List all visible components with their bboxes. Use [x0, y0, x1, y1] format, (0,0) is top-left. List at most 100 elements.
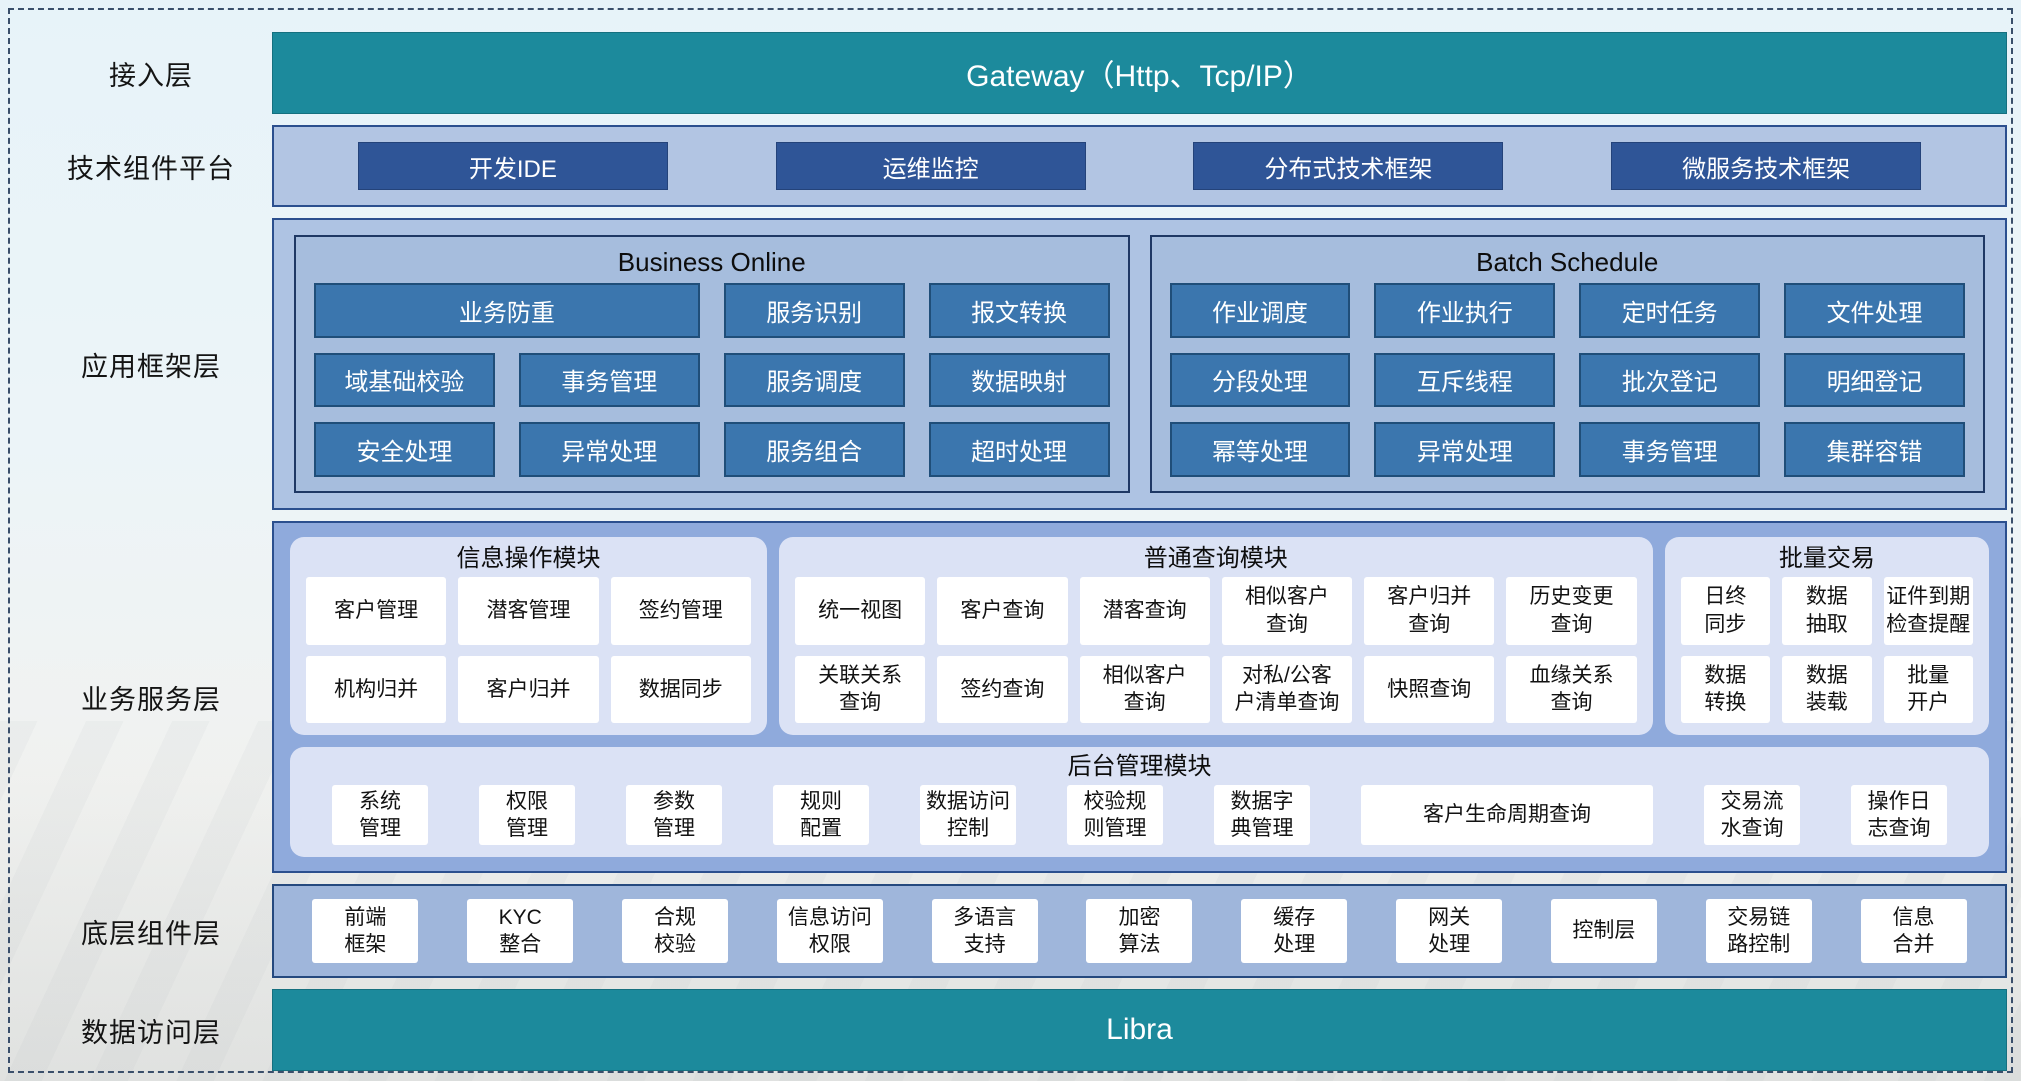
admin-item: 客户生命周期查询 — [1361, 785, 1653, 845]
service-item: 统一视图 — [794, 577, 926, 645]
service-item: 数据 转换 — [1680, 655, 1771, 723]
layer-label-app: 应用框架层 — [81, 351, 221, 382]
service-item: 对私/公客 户清单查询 — [1221, 655, 1353, 723]
base-item: 合规 校验 — [622, 899, 729, 963]
service-item: 数据 抽取 — [1782, 577, 1872, 645]
gateway-bar: Gateway（Http、Tcp/IP） — [272, 32, 2007, 114]
app-item: 安全处理 — [314, 422, 495, 477]
app-item: 异常处理 — [518, 422, 700, 477]
info-operation-module: 信息操作模块 客户管理 潜客管理 签约管理 机构归并 客户归并 数据同步 — [290, 537, 767, 735]
app-item: 超时处理 — [928, 422, 1110, 477]
admin-item: 系统 管理 — [332, 785, 428, 845]
base-item: 网关 处理 — [1396, 899, 1503, 963]
service-item: 潜客查询 — [1079, 577, 1210, 645]
business-online-grid: 业务防重 服务识别 报文转换 域基础校验 事务管理 服务调度 数据映射 安全处理… — [314, 283, 1110, 477]
libra-bar: Libra — [272, 989, 2007, 1071]
app-item: 批次登记 — [1579, 352, 1761, 408]
admin-item: 规则 配置 — [773, 785, 869, 845]
service-item: 血缘关系 查询 — [1506, 655, 1637, 723]
service-item: 历史变更 查询 — [1506, 577, 1637, 645]
base-item: 交易链 路控制 — [1705, 899, 1812, 963]
service-item: 快照查询 — [1364, 655, 1495, 723]
batch-schedule-grid: 作业调度 作业执行 定时任务 文件处理 分段处理 互斥线程 批次登记 明细登记 … — [1169, 283, 1965, 477]
diagram-layout: 接入层 Gateway（Http、Tcp/IP） 技术组件平台 开发IDE 运维… — [30, 32, 2007, 1071]
app-item: 文件处理 — [1784, 283, 1965, 338]
batch-schedule-title: Batch Schedule — [1476, 247, 1659, 277]
base-item: 控制层 — [1550, 899, 1657, 963]
app-item: 幂等处理 — [1169, 422, 1351, 477]
app-item: 域基础校验 — [314, 352, 495, 408]
service-item: 相似客户 查询 — [1079, 655, 1210, 723]
business-online-panel: Business Online 业务防重 服务识别 报文转换 域基础校验 事务管… — [294, 235, 1130, 493]
app-item: 异常处理 — [1374, 422, 1556, 477]
app-item: 作业调度 — [1169, 283, 1351, 338]
base-item: 缓存 处理 — [1241, 899, 1348, 963]
module-title: 后台管理模块 — [1067, 753, 1212, 780]
app-item: 报文转换 — [928, 283, 1110, 338]
service-item: 相似客户 查询 — [1221, 577, 1353, 645]
layer-label-access: 接入层 — [109, 60, 193, 91]
app-item: 作业执行 — [1374, 283, 1556, 338]
tech-item: 分布式技术框架 — [1193, 142, 1504, 190]
app-item: 服务组合 — [723, 422, 905, 477]
layer-label-service: 业务服务层 — [81, 684, 221, 715]
module-title: 批量交易 — [1778, 545, 1875, 572]
app-item: 明细登记 — [1784, 352, 1965, 408]
service-item: 签约查询 — [937, 655, 1068, 723]
app-item: 定时任务 — [1579, 283, 1761, 338]
app-item: 集群容错 — [1784, 422, 1965, 477]
admin-item: 数据访问 控制 — [920, 785, 1016, 845]
admin-item: 数据字 典管理 — [1214, 785, 1310, 845]
service-item: 客户管理 — [306, 577, 447, 645]
service-item: 潜客管理 — [458, 577, 599, 645]
app-item: 数据映射 — [928, 352, 1110, 408]
module-grid: 日终 同步 数据 抽取 证件到期 检查提醒 数据 转换 数据 装载 批量 开户 — [1680, 577, 1973, 723]
service-item: 客户归并 查询 — [1364, 577, 1495, 645]
service-item: 签约管理 — [610, 577, 751, 645]
base-components-container: 前端 框架 KYC 整合 合规 校验 信息访问 权限 多语言 支持 加密 算法 … — [272, 884, 2007, 978]
base-item: 前端 框架 — [312, 899, 419, 963]
base-item: 信息访问 权限 — [776, 899, 883, 963]
app-item: 服务识别 — [723, 283, 905, 338]
admin-module: 后台管理模块 系统 管理 权限 管理 参数 管理 规则 配置 数据访问 控制 校… — [290, 747, 1989, 857]
service-item: 证件到期 检查提醒 — [1883, 577, 1973, 645]
general-query-module: 普通查询模块 统一视图 客户查询 潜客查询 相似客户 查询 客户归并 查询 历史… — [778, 537, 1653, 735]
module-title: 普通查询模块 — [1143, 545, 1288, 572]
app-item: 业务防重 — [314, 283, 700, 338]
module-grid: 客户管理 潜客管理 签约管理 机构归并 客户归并 数据同步 — [306, 577, 751, 723]
base-item: 信息 合并 — [1860, 899, 1967, 963]
app-item: 分段处理 — [1169, 352, 1351, 408]
batch-schedule-panel: Batch Schedule 作业调度 作业执行 定时任务 文件处理 分段处理 … — [1149, 235, 1985, 493]
business-online-title: Business Online — [617, 247, 806, 277]
admin-item: 操作日 志查询 — [1851, 785, 1947, 845]
admin-item: 权限 管理 — [479, 785, 575, 845]
service-item: 数据同步 — [610, 655, 751, 723]
app-framework-container: Business Online 业务防重 服务识别 报文转换 域基础校验 事务管… — [272, 218, 2007, 510]
tech-platform-container: 开发IDE 运维监控 分布式技术框架 微服务技术框架 — [272, 125, 2007, 207]
module-title: 信息操作模块 — [456, 545, 601, 572]
service-item: 客户查询 — [937, 577, 1068, 645]
layer-label-tech: 技术组件平台 — [67, 153, 235, 184]
admin-items-row: 系统 管理 权限 管理 参数 管理 规则 配置 数据访问 控制 校验规 则管理 … — [332, 785, 1947, 845]
admin-item: 交易流 水查询 — [1704, 785, 1800, 845]
base-item: KYC 整合 — [467, 899, 574, 963]
service-item: 机构归并 — [306, 655, 447, 723]
app-item: 互斥线程 — [1374, 352, 1556, 408]
admin-item: 校验规 则管理 — [1067, 785, 1163, 845]
business-service-container: 信息操作模块 客户管理 潜客管理 签约管理 机构归并 客户归并 数据同步 普通查… — [272, 521, 2007, 873]
app-item: 事务管理 — [1579, 422, 1761, 477]
admin-item: 参数 管理 — [626, 785, 722, 845]
service-item: 批量 开户 — [1883, 655, 1973, 723]
tech-item: 开发IDE — [357, 142, 668, 190]
service-item: 客户归并 — [458, 655, 599, 723]
service-modules-row: 信息操作模块 客户管理 潜客管理 签约管理 机构归并 客户归并 数据同步 普通查… — [290, 537, 1989, 735]
batch-transaction-module: 批量交易 日终 同步 数据 抽取 证件到期 检查提醒 数据 转换 数据 装载 批… — [1664, 537, 1989, 735]
app-item: 事务管理 — [518, 352, 700, 408]
tech-item: 微服务技术框架 — [1611, 142, 1922, 190]
service-item: 日终 同步 — [1680, 577, 1771, 645]
layer-label-data-access: 数据访问层 — [81, 1017, 221, 1048]
base-item: 多语言 支持 — [931, 899, 1038, 963]
module-grid: 统一视图 客户查询 潜客查询 相似客户 查询 客户归并 查询 历史变更 查询 关… — [794, 577, 1637, 723]
service-item: 关联关系 查询 — [794, 655, 926, 723]
